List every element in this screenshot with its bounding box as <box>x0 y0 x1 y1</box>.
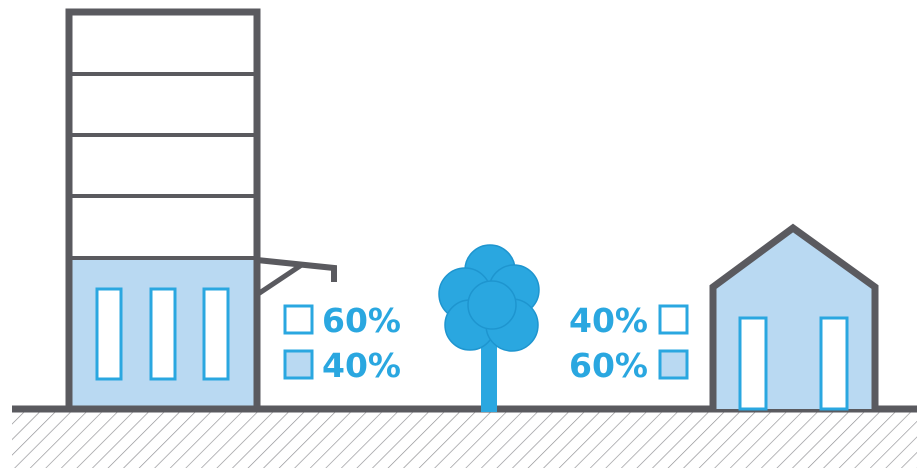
legend-value: 60% <box>569 346 648 385</box>
ground <box>12 405 917 468</box>
legend-swatch-empty <box>658 304 689 335</box>
tower-window <box>95 287 123 381</box>
tower-outline <box>65 8 261 413</box>
ground-hatch <box>12 411 917 468</box>
tree-trunk <box>481 330 497 412</box>
legend-swatch-filled <box>283 349 314 380</box>
tower-window <box>202 287 230 381</box>
tower-window <box>149 287 177 381</box>
tower-building-icon <box>65 8 261 413</box>
house-icon <box>709 223 879 411</box>
legend-value: 60% <box>322 301 401 340</box>
legend-value: 40% <box>322 346 401 385</box>
legend-value: 40% <box>569 301 648 340</box>
house-fill <box>713 228 875 409</box>
right-legend: 40% 60% <box>569 301 689 385</box>
legend-swatch-filled <box>658 349 689 380</box>
tree-canopy <box>438 244 540 352</box>
legend-swatch-empty <box>283 304 314 335</box>
left-legend: 60% 40% <box>283 301 401 385</box>
house-outline <box>709 223 879 409</box>
house-door <box>819 316 849 411</box>
tree-icon <box>438 244 540 412</box>
awning-icon <box>256 257 337 297</box>
house-door <box>738 316 768 411</box>
